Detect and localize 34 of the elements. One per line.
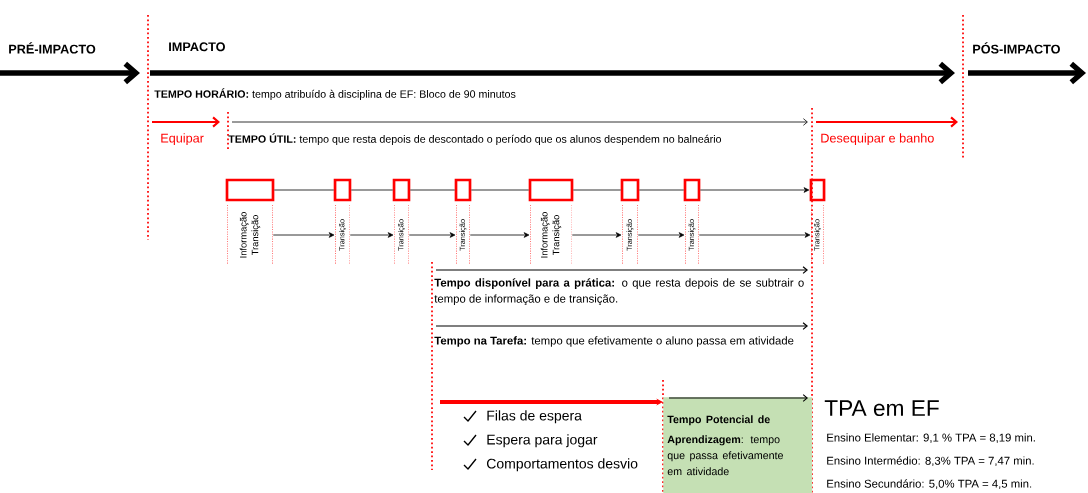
- timeline-box: [333, 178, 352, 202]
- timeline-box: [454, 178, 472, 202]
- text-label: Tempo disponível para a prática: o que resta depois de se subtrair o tempo de informação e de transição.: [434, 278, 804, 305]
- text-label: PRÉ-IMPACTO: [9, 42, 96, 54]
- highlight-box: Tempo Potencial de Aprendizagem: tempo que passa efetivamente em atividade: [663, 397, 813, 493]
- arrow: [698, 232, 811, 238]
- check-item: Comportamentos desvio: [487, 458, 638, 472]
- timeline-box: [392, 178, 411, 202]
- arrow: [571, 232, 622, 238]
- arrow: [699, 187, 810, 193]
- phase-label: Informação Transição: [530, 205, 572, 265]
- arrow: [408, 232, 456, 238]
- text-label: Equipar: [161, 133, 204, 146]
- text-label: PÓS-IMPACTO: [973, 42, 1060, 54]
- timeline-box: [620, 178, 640, 202]
- text-label: Ensino Intermédio: 8,3% TPA = 7,47 min.: [827, 456, 1034, 467]
- timeline-box: [225, 178, 275, 202]
- timeline-box: [528, 178, 574, 202]
- check-item: Espera para jogar: [487, 434, 598, 448]
- timeline-box: [683, 178, 701, 202]
- text-label: Ensino Elementar: 9,1 % TPA = 8,19 min.: [827, 433, 1035, 443]
- text-label: TEMPO HORÁRIO: tempo atribuído à disciplina de EF: Bloco de 90 minutos: [154, 88, 516, 100]
- phase-label: Informação Transição: [227, 205, 273, 265]
- text-label: Desequipar e banho: [821, 133, 934, 146]
- timeline-box: [809, 178, 826, 202]
- text-label: Ensino Secundário: 5,0% TPA = 4,5 min.: [827, 479, 1032, 490]
- text-label: TEMPO ÚTIL: tempo que resta depois de descontado o período que os alunos despendem no balneário: [228, 133, 722, 145]
- arrow: [349, 232, 394, 238]
- arrow: [272, 232, 335, 238]
- arrow: [469, 232, 530, 238]
- check-item: Filas de espera: [487, 410, 582, 424]
- text-label: IMPACTO: [169, 42, 225, 52]
- text-label: Tempo na Tarefa: tempo que efetivamente o aluno passa em atividade: [434, 336, 794, 347]
- arrow: [637, 232, 685, 238]
